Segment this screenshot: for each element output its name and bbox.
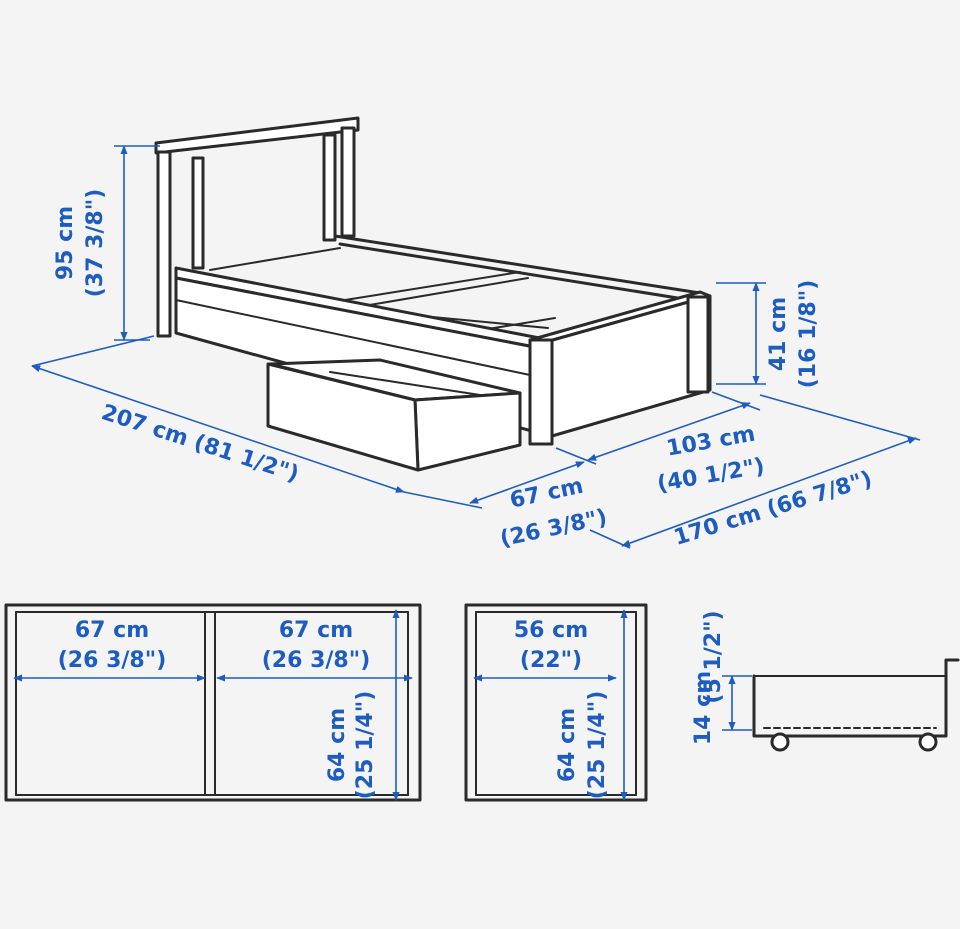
height-footboard-metric: 41 cm bbox=[766, 297, 791, 371]
drawer-small-depth-imperial: (25 1/4") bbox=[585, 691, 610, 800]
drawer-height-metric: 14 cm bbox=[691, 671, 716, 745]
footboard bbox=[528, 290, 712, 446]
dim-height-total: 95 cm (37 3/8") bbox=[53, 145, 160, 341]
wheel-icon bbox=[770, 732, 790, 752]
width-drawer-out-metric: 67 cm bbox=[508, 474, 586, 514]
height-total-imperial: (37 3/8") bbox=[83, 189, 108, 298]
drawer-left-width-imperial: (26 3/8") bbox=[58, 648, 167, 673]
drawer-depth-metric: 64 cm bbox=[325, 708, 350, 782]
drawer-small-width-metric: 56 cm bbox=[514, 618, 588, 643]
drawer-pair-plan: 67 cm (26 3/8") 67 cm (26 3/8") 64 cm (2… bbox=[4, 603, 422, 802]
height-footboard-imperial: (16 1/8") bbox=[796, 280, 821, 389]
drawer-left-width-metric: 67 cm bbox=[75, 618, 149, 643]
drawer-single-plan: 56 cm (22") 64 cm (25 1/4") bbox=[464, 603, 648, 802]
drawer-height-imperial: (5 1/2") bbox=[701, 610, 726, 703]
drawer-depth-imperial: (25 1/4") bbox=[353, 691, 378, 800]
headboard bbox=[154, 116, 360, 338]
bed-drawing bbox=[154, 116, 712, 472]
dim-height-footboard: 41 cm (16 1/8") bbox=[716, 280, 821, 389]
drawer-right-width-metric: 67 cm bbox=[279, 618, 353, 643]
wheel-icon bbox=[918, 732, 938, 752]
drawer-small-width-imperial: (22") bbox=[520, 648, 582, 673]
height-total-metric: 95 cm bbox=[53, 206, 78, 280]
drawer-side-elevation: 14 cm (5 1/2") bbox=[691, 610, 960, 752]
drawer-right-width-imperial: (26 3/8") bbox=[262, 648, 371, 673]
drawer-small-depth-metric: 64 cm bbox=[555, 708, 580, 782]
